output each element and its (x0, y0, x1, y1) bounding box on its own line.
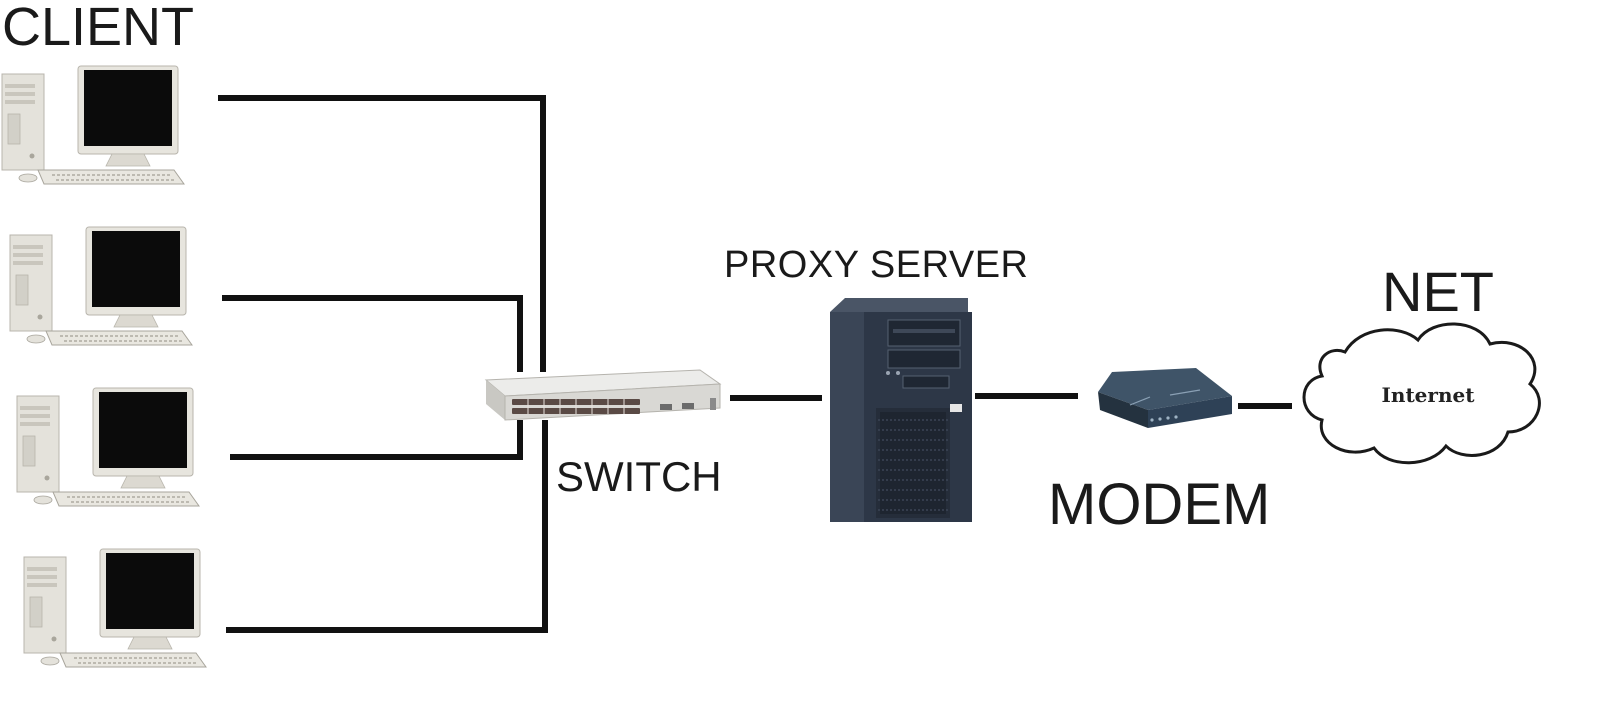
modem-label: MODEM (1048, 472, 1271, 537)
client-label: CLIENT (2, 0, 195, 57)
link-client-4-switch (226, 420, 548, 633)
client-pc-4 (23, 548, 207, 668)
proxy-server-device (830, 298, 972, 522)
internet-cloud-label: Internet (1382, 383, 1476, 407)
link-client-2-switch (222, 295, 523, 372)
net-label: NET (1382, 260, 1494, 323)
client-pc-1 (1, 65, 185, 185)
link-client-1-switch (218, 95, 546, 372)
internet-cloud: Internet (1302, 322, 1541, 465)
proxy-server-label: PROXY SERVER (724, 244, 1029, 286)
modem-device (1098, 368, 1232, 428)
switch-label: SWITCH (556, 453, 722, 500)
client-pc-2 (9, 226, 193, 346)
switch-device (484, 369, 722, 421)
connection-lines (218, 95, 1292, 633)
link-client-3-switch (230, 420, 523, 460)
client-pc-3 (16, 387, 200, 507)
